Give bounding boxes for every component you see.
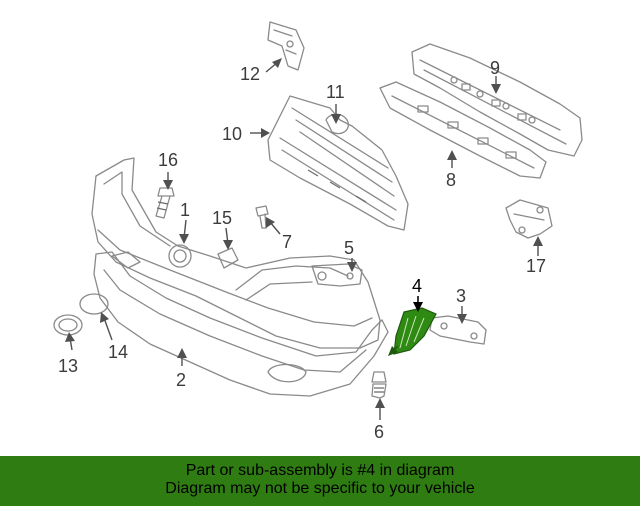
callout-13: 13 (58, 356, 78, 376)
part-10-11-grille (267, 95, 409, 231)
part-4-highlighted (393, 307, 437, 355)
part-12-bracket (267, 21, 305, 71)
callout-11: 11 (326, 82, 345, 102)
part-15-clip (217, 247, 239, 269)
callout-3: 3 (456, 286, 466, 306)
callout-17: 17 (526, 256, 546, 276)
callout-12: 12 (240, 64, 260, 84)
part-7-bolt (255, 205, 269, 229)
callout-9: 9 (490, 58, 500, 78)
part-13-emblem (53, 314, 83, 336)
part-8-absorber (379, 81, 547, 179)
part-14-emblem-base (79, 293, 109, 315)
callout-1: 1 (180, 200, 190, 220)
callout-16: 16 (158, 150, 178, 170)
callout-4: 4 (412, 276, 422, 296)
callout-5: 5 (344, 238, 354, 258)
part-2-lower-bumper (93, 251, 389, 397)
part-3-bracket (429, 315, 487, 345)
banner-line-1: Part or sub-assembly is #4 in diagram (185, 462, 455, 479)
info-banner: Part or sub-assembly is #4 in diagram Di… (0, 456, 640, 506)
callout-6: 6 (374, 422, 384, 442)
callout-2: 2 (176, 370, 186, 390)
part-16-screw (155, 187, 175, 219)
part-17-bracket (505, 199, 553, 239)
callout-7: 7 (282, 232, 292, 252)
callout-labels: 12 11 10 9 8 16 1 15 7 5 17 4 3 13 14 2 … (58, 58, 546, 442)
callout-15: 15 (212, 208, 232, 228)
callout-14: 14 (108, 342, 128, 362)
banner-line-2: Diagram may not be specific to your vehi… (165, 480, 475, 497)
leader-lines (65, 58, 543, 420)
part-6-bolt (371, 371, 387, 399)
part-9-reinforcement (411, 43, 583, 157)
callout-10: 10 (222, 124, 242, 144)
parts-diagram: 12 11 10 9 8 16 1 15 7 5 17 4 3 13 14 2 … (53, 21, 583, 442)
callout-8: 8 (446, 170, 456, 190)
part-1-bumper-cover (91, 157, 381, 349)
